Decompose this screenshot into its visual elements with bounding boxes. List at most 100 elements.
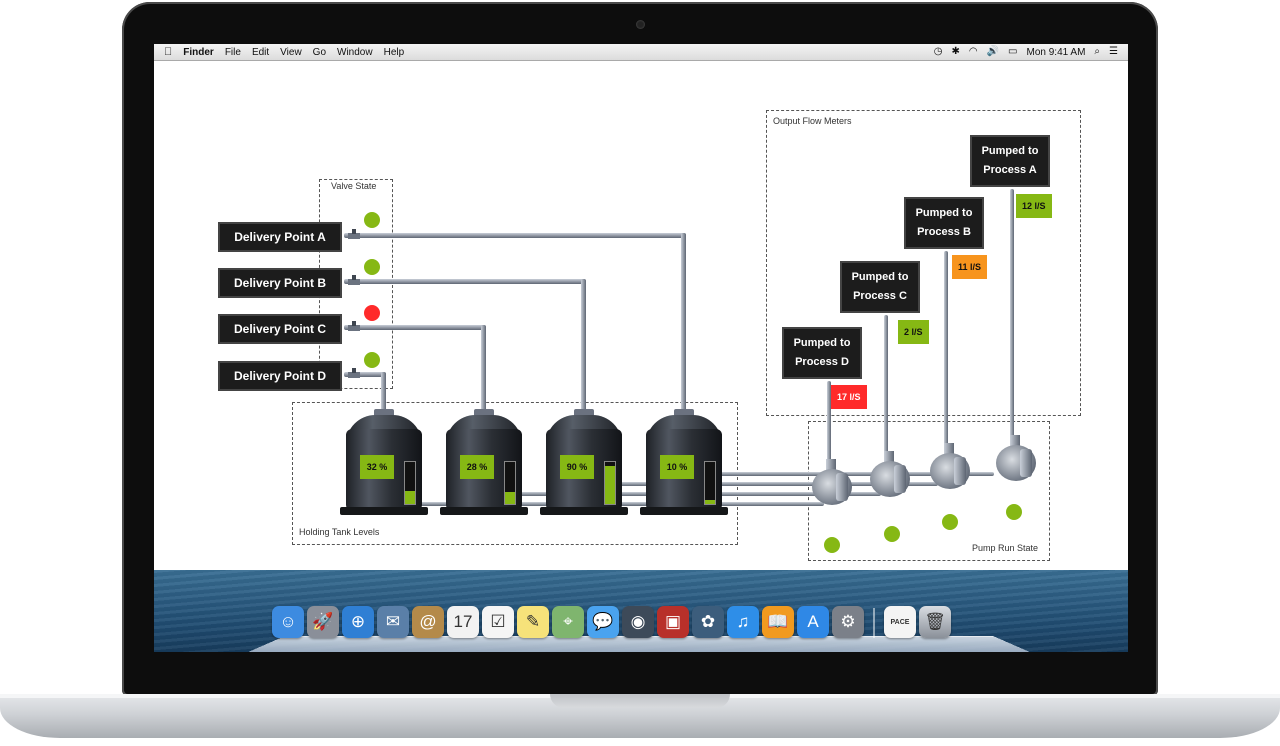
flow-meter-b: 11 l/S: [952, 255, 988, 279]
tank-level-label: 32 %: [360, 455, 394, 479]
menu-view[interactable]: View: [271, 45, 302, 58]
menu-edit[interactable]: Edit: [243, 45, 269, 58]
tank-level-gauge: [504, 461, 516, 505]
valve-d-status: [364, 352, 380, 368]
pump-stem: [884, 451, 894, 463]
contacts-icon[interactable]: @: [412, 606, 444, 638]
process-c-line1: Pumped to: [851, 271, 909, 283]
delivery-point-c-label: Delivery Point C: [233, 322, 327, 336]
ibooks-icon[interactable]: 📖: [762, 606, 794, 638]
pump-a-status: [1006, 504, 1022, 520]
pipe-tank-pump-3: [616, 482, 938, 486]
menu-file[interactable]: File: [216, 45, 241, 58]
notes-icon[interactable]: ✎: [517, 606, 549, 638]
battery-icon[interactable]: ▭: [1008, 46, 1018, 57]
delivery-point-d-label: Delivery Point D: [233, 369, 327, 383]
messages-icon[interactable]: 💬: [587, 606, 619, 638]
valve-b-icon[interactable]: [347, 274, 361, 288]
bluetooth-icon[interactable]: ✱: [951, 46, 960, 57]
pump-run-group: [808, 421, 1050, 561]
flow-meter-a: 12 l/S: [1016, 194, 1052, 218]
pump-d-status: [824, 537, 840, 553]
menu-go[interactable]: Go: [304, 45, 326, 58]
pipe-pump-process-d: [827, 381, 831, 463]
wifi-icon[interactable]: ◠: [968, 46, 978, 57]
mail-icon[interactable]: ✉: [377, 606, 409, 638]
reminders-icon[interactable]: ☑: [482, 606, 514, 638]
search-icon[interactable]: ⌕: [1094, 46, 1101, 57]
list-icon[interactable]: ☰: [1109, 46, 1118, 57]
pump-flange: [1020, 449, 1032, 477]
delivery-point-c[interactable]: Delivery Point C: [218, 314, 342, 344]
pump-stem: [944, 443, 954, 455]
menu-clock[interactable]: Mon 9:41 AM: [1026, 46, 1086, 58]
time-machine-icon[interactable]: ◷: [933, 46, 943, 57]
holding-tank-3[interactable]: 90 %: [540, 409, 628, 515]
valve-a-icon[interactable]: [347, 228, 361, 242]
holding-tank-1[interactable]: 32 %: [340, 409, 428, 515]
valve-c-icon[interactable]: [347, 320, 361, 334]
flow-meter-d: 17 l/S: [831, 385, 867, 409]
dock-separator: [873, 608, 875, 638]
process-a-line1: Pumped to: [981, 145, 1039, 157]
tank-base: [640, 507, 728, 515]
pipe-tank-pump-4: [716, 472, 994, 476]
pump-c[interactable]: [868, 451, 912, 497]
system-preferences-icon[interactable]: ⚙: [832, 606, 864, 638]
holding-tank-label: Holding Tank Levels: [299, 527, 380, 537]
itunes-icon[interactable]: ♫: [727, 606, 759, 638]
pipe-pump-process-a: [1010, 189, 1014, 439]
valve-d-icon[interactable]: [347, 367, 361, 381]
maps-icon[interactable]: ⌖: [552, 606, 584, 638]
output-flow-group: [766, 110, 1081, 416]
tank-level-label: 10 %: [660, 455, 694, 479]
menu-window[interactable]: Window: [328, 45, 373, 58]
valve-b-status: [364, 259, 380, 275]
launchpad-icon[interactable]: 🚀: [307, 606, 339, 638]
delivery-point-d[interactable]: Delivery Point D: [218, 361, 342, 391]
volume-icon[interactable]: 🔊: [986, 46, 1000, 57]
valve-c-status: [364, 305, 380, 321]
delivery-point-a[interactable]: Delivery Point A: [218, 222, 342, 252]
pump-d[interactable]: [810, 459, 854, 505]
pump-b[interactable]: [928, 443, 972, 489]
calendar-icon[interactable]: 17: [447, 606, 479, 638]
delivery-point-a-label: Delivery Point A: [234, 230, 326, 244]
tank-cap: [474, 409, 494, 417]
pump-stem: [826, 459, 836, 471]
trash-icon[interactable]: 🗑: [919, 606, 951, 638]
holding-tank-2[interactable]: 28 %: [440, 409, 528, 515]
process-b-line2: Process B: [917, 226, 971, 238]
menu-help[interactable]: Help: [375, 45, 405, 58]
pump-flange: [894, 465, 906, 493]
tank-level-fill: [605, 466, 615, 504]
valve-state-label: Valve State: [331, 181, 377, 191]
photo-booth-icon[interactable]: ▣: [657, 606, 689, 638]
tank-cap: [574, 409, 594, 417]
apple-icon[interactable]: : [164, 45, 172, 59]
dock: ☺🚀⊕✉@17☑✎⌖💬◉▣✿♫📖A⚙ PACE🗑: [272, 606, 951, 638]
delivery-point-b[interactable]: Delivery Point B: [218, 268, 342, 298]
app-store-icon[interactable]: A: [797, 606, 829, 638]
facetime-icon[interactable]: ◉: [622, 606, 654, 638]
output-flow-label: Output Flow Meters: [773, 116, 852, 126]
scada-canvas: Valve State Holding Tank Levels Output F…: [154, 61, 1128, 570]
pipe-a-horizontal: [344, 233, 686, 238]
pump-a[interactable]: [994, 435, 1038, 481]
holding-tank-4[interactable]: 10 %: [640, 409, 728, 515]
menu-app-name[interactable]: Finder: [175, 45, 214, 58]
document-icon[interactable]: PACE: [884, 606, 916, 638]
tank-level-fill: [405, 490, 415, 504]
safari-icon[interactable]: ⊕: [342, 606, 374, 638]
pump-run-label: Pump Run State: [972, 543, 1039, 553]
menu-bar:  Finder File Edit View Go Window Help ◷…: [154, 44, 1128, 61]
iphoto-icon[interactable]: ✿: [692, 606, 724, 638]
finder-icon[interactable]: ☺: [272, 606, 304, 638]
flow-meter-c: 2 l/S: [898, 320, 929, 344]
tank-base: [340, 507, 428, 515]
